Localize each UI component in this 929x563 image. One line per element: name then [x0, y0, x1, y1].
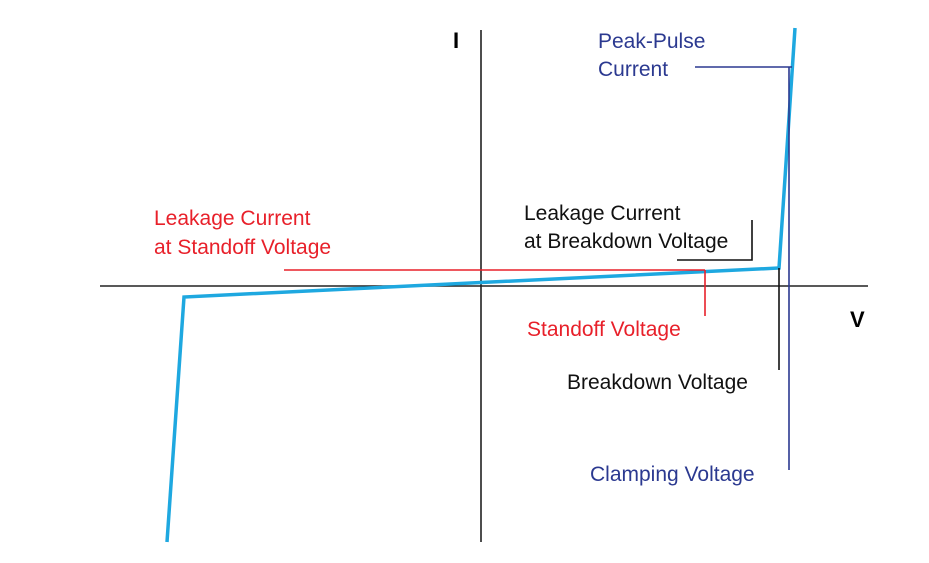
- leakage-breakdown-label: Leakage Current at Breakdown Voltage: [524, 202, 728, 253]
- leakage-breakdown-leader: [677, 220, 753, 261]
- breakdown-voltage-label: Breakdown Voltage: [567, 371, 748, 394]
- iv-curve: [165, 27, 797, 543]
- x-axis-label: V: [850, 307, 865, 332]
- peak-pulse-current-label: Peak-Pulse Current: [598, 30, 711, 81]
- standoff-voltage-label: Standoff Voltage: [527, 318, 681, 341]
- y-axis-label: I: [453, 28, 459, 53]
- leakage-standoff-label: Leakage Current at Standoff Voltage: [154, 207, 331, 259]
- clamping-voltage-label: Clamping Voltage: [590, 463, 755, 486]
